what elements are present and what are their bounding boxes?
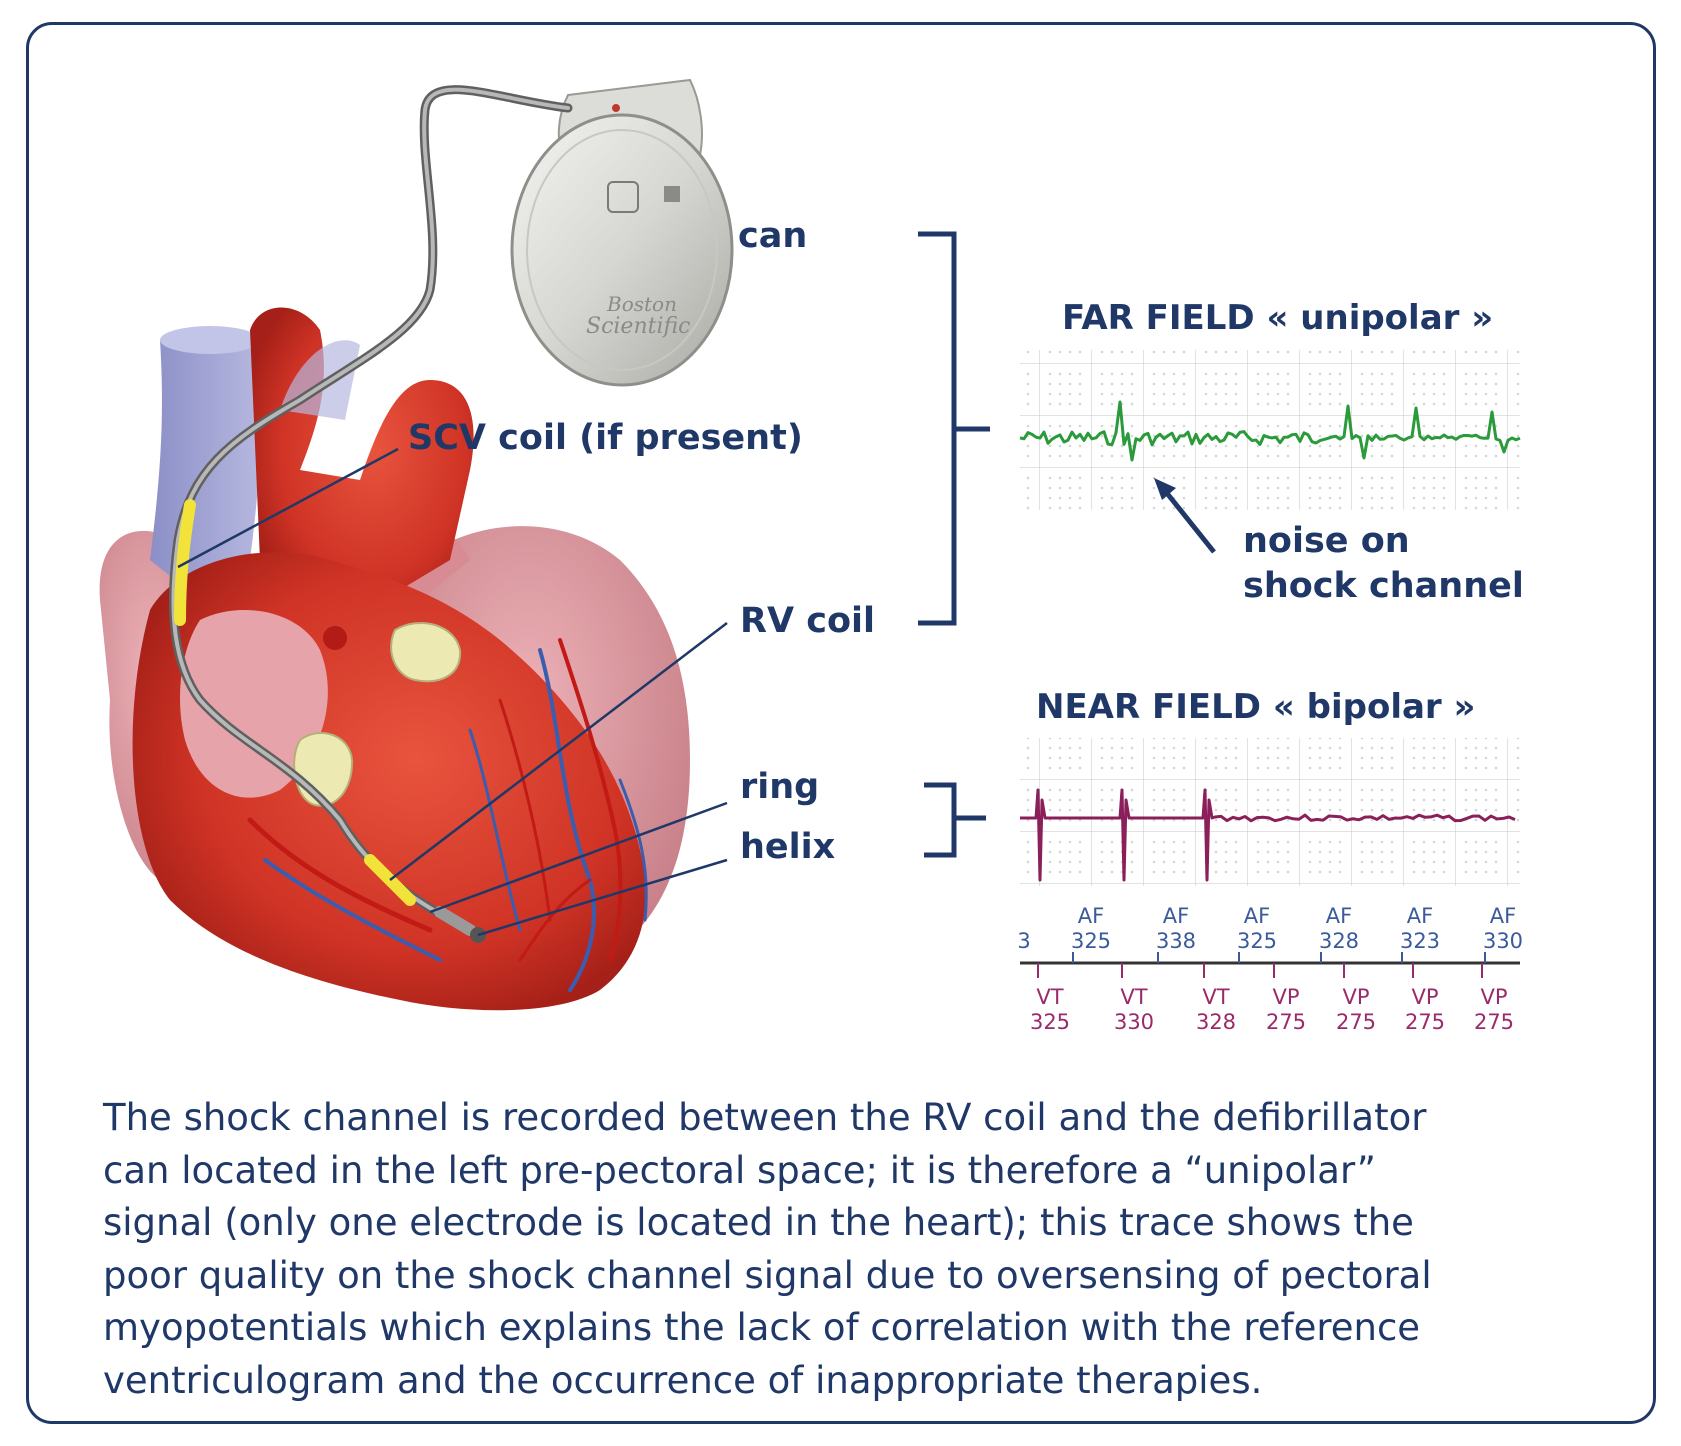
ventricular-marker-interval: 328 xyxy=(1195,1010,1237,1034)
far-field-strip xyxy=(1019,350,1521,510)
label-scv-coil: SCV coil (if present) xyxy=(408,418,803,458)
ventricular-marker-interval: 275 xyxy=(1404,1010,1446,1034)
ventricular-marker-interval: 325 xyxy=(1029,1010,1071,1034)
far-field-trace xyxy=(1019,400,1521,462)
label-ring: ring xyxy=(740,767,820,807)
near-field-trace xyxy=(1020,788,1516,882)
noise-label-line1: noise on xyxy=(1243,521,1410,561)
near-field-bracket xyxy=(924,782,986,858)
atrial-marker-type: AF xyxy=(1162,904,1190,928)
marker-channel xyxy=(1020,952,1520,978)
ventricular-marker-interval: 275 xyxy=(1335,1010,1377,1034)
ventricular-marker-interval: 330 xyxy=(1113,1010,1155,1034)
atrial-marker-type: AF xyxy=(1406,904,1434,928)
figure-caption: The shock channel is recorded between th… xyxy=(103,1092,1563,1407)
ventricular-marker-type: VP xyxy=(1411,985,1439,1009)
ventricular-marker-type: VP xyxy=(1272,985,1300,1009)
atrial-marker-interval: 325 xyxy=(1236,929,1278,953)
caption-line: The shock channel is recorded between th… xyxy=(103,1096,1427,1139)
near-field-title: NEAR FIELD « bipolar » xyxy=(1036,687,1476,727)
ventricular-marker-type: VT xyxy=(1202,985,1230,1009)
ventricular-marker-interval: 275 xyxy=(1265,1010,1307,1034)
caption-line: myopotentials which explains the lack of… xyxy=(103,1306,1421,1349)
atrial-marker-interval: 323 xyxy=(1399,929,1441,953)
caption-line: poor quality on the shock channel signal… xyxy=(103,1253,1432,1297)
atrial-marker-interval: 338 xyxy=(1155,929,1197,953)
icd-device: Boston Scientific xyxy=(510,78,734,387)
atrial-marker-type: AF xyxy=(1325,904,1353,928)
noise-arrow xyxy=(1154,478,1216,554)
heart-illustration xyxy=(99,307,690,1011)
caption-line: signal (only one electrode is located in… xyxy=(103,1201,1414,1244)
near-field-strip xyxy=(1020,738,1520,886)
atrial-marker-interval: 328 xyxy=(1318,929,1360,953)
label-leaders xyxy=(177,447,728,937)
ventricular-marker-type: VT xyxy=(1120,985,1148,1009)
atrial-marker-type xyxy=(989,904,1059,929)
ventricular-marker-type: VP xyxy=(1342,985,1370,1009)
ventricular-marker-type: VP xyxy=(1480,985,1508,1009)
ventricular-marker-type: VT xyxy=(1036,985,1064,1009)
label-can: can xyxy=(738,216,808,256)
atrial-marker: 3 xyxy=(989,904,1059,954)
icd-lead xyxy=(168,85,573,943)
atrial-marker-interval: 3 xyxy=(1017,929,1031,953)
far-field-title: FAR FIELD « unipolar » xyxy=(1062,298,1494,338)
atrial-marker-type: AF xyxy=(1077,904,1105,928)
far-field-bracket xyxy=(918,231,990,626)
figure-frame xyxy=(26,22,1656,1424)
caption-line: can located in the left pre-pectoral spa… xyxy=(103,1148,1376,1192)
device-brand-line2: Scientific xyxy=(586,314,691,339)
noise-label-line2: shock channel xyxy=(1243,566,1524,606)
caption-line: ventriculogram and the occurrence of ina… xyxy=(103,1358,1263,1402)
label-helix: helix xyxy=(740,827,836,867)
device-brand-line1: Boston xyxy=(606,292,677,316)
atrial-marker-type: AF xyxy=(1243,904,1271,928)
ventricular-marker-interval: 275 xyxy=(1473,1010,1515,1034)
label-rv-coil: RV coil xyxy=(740,601,876,641)
atrial-marker-interval: 330 xyxy=(1482,929,1524,953)
atrial-marker-type: AF xyxy=(1489,904,1517,928)
atrial-marker-interval: 325 xyxy=(1070,929,1112,953)
